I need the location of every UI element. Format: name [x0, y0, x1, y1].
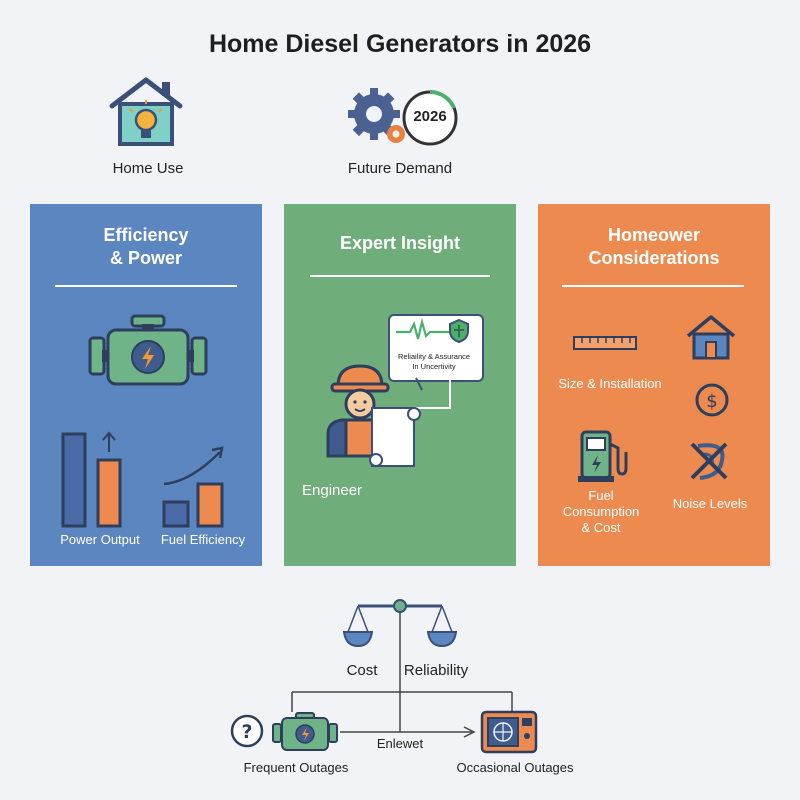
future-demand-label: Future Demand [347, 160, 453, 177]
heartbeat-icon [396, 317, 452, 340]
bubble-connector [415, 377, 451, 409]
panel-divider [55, 285, 237, 287]
engine-icon [88, 314, 208, 386]
balance-scale-icon [342, 599, 458, 648]
home-use-label: Home Use [112, 160, 184, 177]
year-badge-text: 2026 [413, 108, 447, 125]
fuel-cost-label-line2: Consumption [562, 504, 640, 519]
svg-text:$: $ [706, 391, 717, 412]
panel-title-line2: & Power [109, 248, 183, 268]
bubble-text-line2: In Uncertivity [412, 362, 456, 371]
engineer-icon [326, 364, 394, 458]
noise-muted-icon [690, 442, 728, 480]
control-unit-icon [480, 710, 538, 754]
panel-divider [310, 275, 490, 277]
size-installation-label: Size & Installation [558, 376, 662, 391]
fuel-cost-label-line3: & Cost [581, 520, 621, 535]
power-output-bar-chart-icon [61, 431, 122, 528]
generator-engine-icon [272, 712, 338, 751]
flow-arrow-label: Enlewet [376, 736, 424, 751]
noise-levels-label: Noise Levels [672, 496, 748, 511]
panel-title-line2: Considerations [588, 248, 720, 268]
fuel-cost-label-line1: Fuel [588, 488, 614, 503]
dollar-coin-icon: $ [695, 383, 729, 417]
blueprint-scroll-icon [369, 407, 421, 467]
ruler-icon [573, 336, 637, 350]
panel-title: Expert Insight [339, 233, 460, 253]
question-icon: ? [230, 714, 264, 748]
shield-icon [449, 318, 469, 344]
page-title: Home Diesel Generators in 2026 [208, 30, 592, 58]
homeowner-considerations-panel: Homeower Considerations Size & Installat… [538, 204, 770, 566]
svg-text:?: ? [241, 721, 252, 743]
gears-icon [348, 88, 405, 143]
year-badge-icon [402, 90, 458, 146]
house-icon [686, 315, 736, 360]
panel-title-line1: Efficiency [103, 225, 189, 245]
engineer-label: Engineer [302, 482, 363, 499]
house-lightbulb-icon [109, 77, 183, 146]
fuel-efficiency-label: Fuel Efficiency [160, 532, 246, 547]
frequent-outages-label: Frequent Outages [243, 760, 349, 775]
efficiency-power-panel: Efficiency & Power Power Output Fuel Eff… [30, 204, 262, 566]
power-output-label: Power Output [60, 532, 140, 547]
panel-title-line1: Homeower [607, 225, 701, 245]
panel-divider [562, 285, 744, 287]
expert-insight-panel: Expert Insight Reliaility & Assurance In… [284, 204, 516, 566]
bubble-text-line1: Reliaility & Assurance [397, 352, 471, 361]
fuel-pump-icon [578, 430, 628, 482]
fuel-efficiency-chart-icon [162, 446, 224, 528]
reliability-label: Reliability [403, 662, 469, 679]
occasional-outages-label: Occasional Outages [456, 760, 574, 775]
cost-label: Cost [346, 662, 378, 679]
